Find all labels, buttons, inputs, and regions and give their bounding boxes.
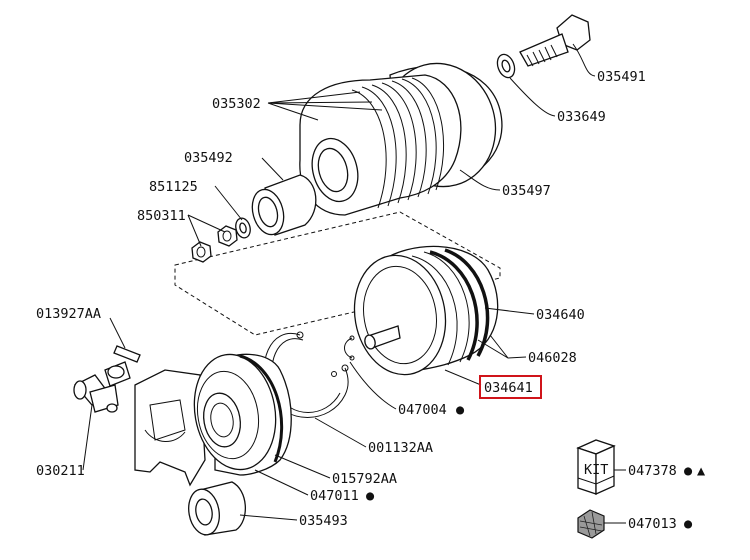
- callout-035493[interactable]: 035493: [299, 513, 348, 529]
- bushing-part[interactable]: [248, 174, 317, 238]
- callout-047004[interactable]: 047004: [398, 402, 447, 418]
- callout-035492[interactable]: 035492: [184, 150, 233, 166]
- callout-850311[interactable]: 850311: [137, 208, 186, 224]
- callout-047011[interactable]: 047011: [310, 488, 359, 504]
- callout-034640[interactable]: 034640: [536, 307, 585, 323]
- washer-part[interactable]: [494, 52, 517, 80]
- roll-pin-part[interactable]: [113, 345, 141, 363]
- piston-part[interactable]: [345, 245, 499, 382]
- small-kit-part[interactable]: [577, 509, 605, 539]
- callout-047013[interactable]: 047013: [628, 516, 677, 532]
- nut-part-a[interactable]: [217, 225, 238, 247]
- callout-030211[interactable]: 030211: [36, 463, 85, 479]
- bottom-bushing-part[interactable]: [185, 481, 247, 537]
- callout-013927AA[interactable]: 013927AA: [36, 306, 101, 322]
- leader-lines: [82, 43, 626, 524]
- callout-034641[interactable]: 034641: [484, 380, 533, 396]
- bolt-part[interactable]: [519, 14, 591, 67]
- nut-part-b[interactable]: [191, 241, 212, 263]
- callout-001132AA[interactable]: 001132AA: [368, 440, 433, 456]
- callout-046028[interactable]: 046028: [528, 350, 577, 366]
- seal-ring-part[interactable]: [429, 248, 490, 361]
- kit-box-text: KIT: [584, 462, 608, 478]
- callout-035302[interactable]: 035302: [212, 96, 261, 112]
- highlight-box-034641: [479, 375, 542, 399]
- assembly-boundary: [174, 211, 501, 336]
- triangle-symbol: ▲: [697, 463, 706, 479]
- dot-symbol: ●: [684, 516, 693, 532]
- elbow-fitting-part[interactable]: [73, 361, 131, 413]
- cylinder-body-part[interactable]: [186, 348, 292, 476]
- callout-015792AA[interactable]: 015792AA: [332, 471, 397, 487]
- dot-symbol: ●: [366, 488, 375, 504]
- air-spring-part[interactable]: [299, 51, 509, 216]
- kit-box-part[interactable]: KIT: [576, 439, 616, 496]
- callout-033649[interactable]: 033649: [557, 109, 606, 125]
- callout-035491[interactable]: 035491: [597, 69, 646, 85]
- dot-symbol: ●: [456, 402, 465, 418]
- callout-047378[interactable]: 047378: [628, 463, 677, 479]
- callout-851125[interactable]: 851125: [149, 179, 198, 195]
- circlip-part[interactable]: [344, 335, 355, 361]
- yoke-bracket-part[interactable]: [134, 369, 206, 487]
- dot-symbol: ●: [684, 463, 693, 479]
- callout-035497[interactable]: 035497: [502, 183, 551, 199]
